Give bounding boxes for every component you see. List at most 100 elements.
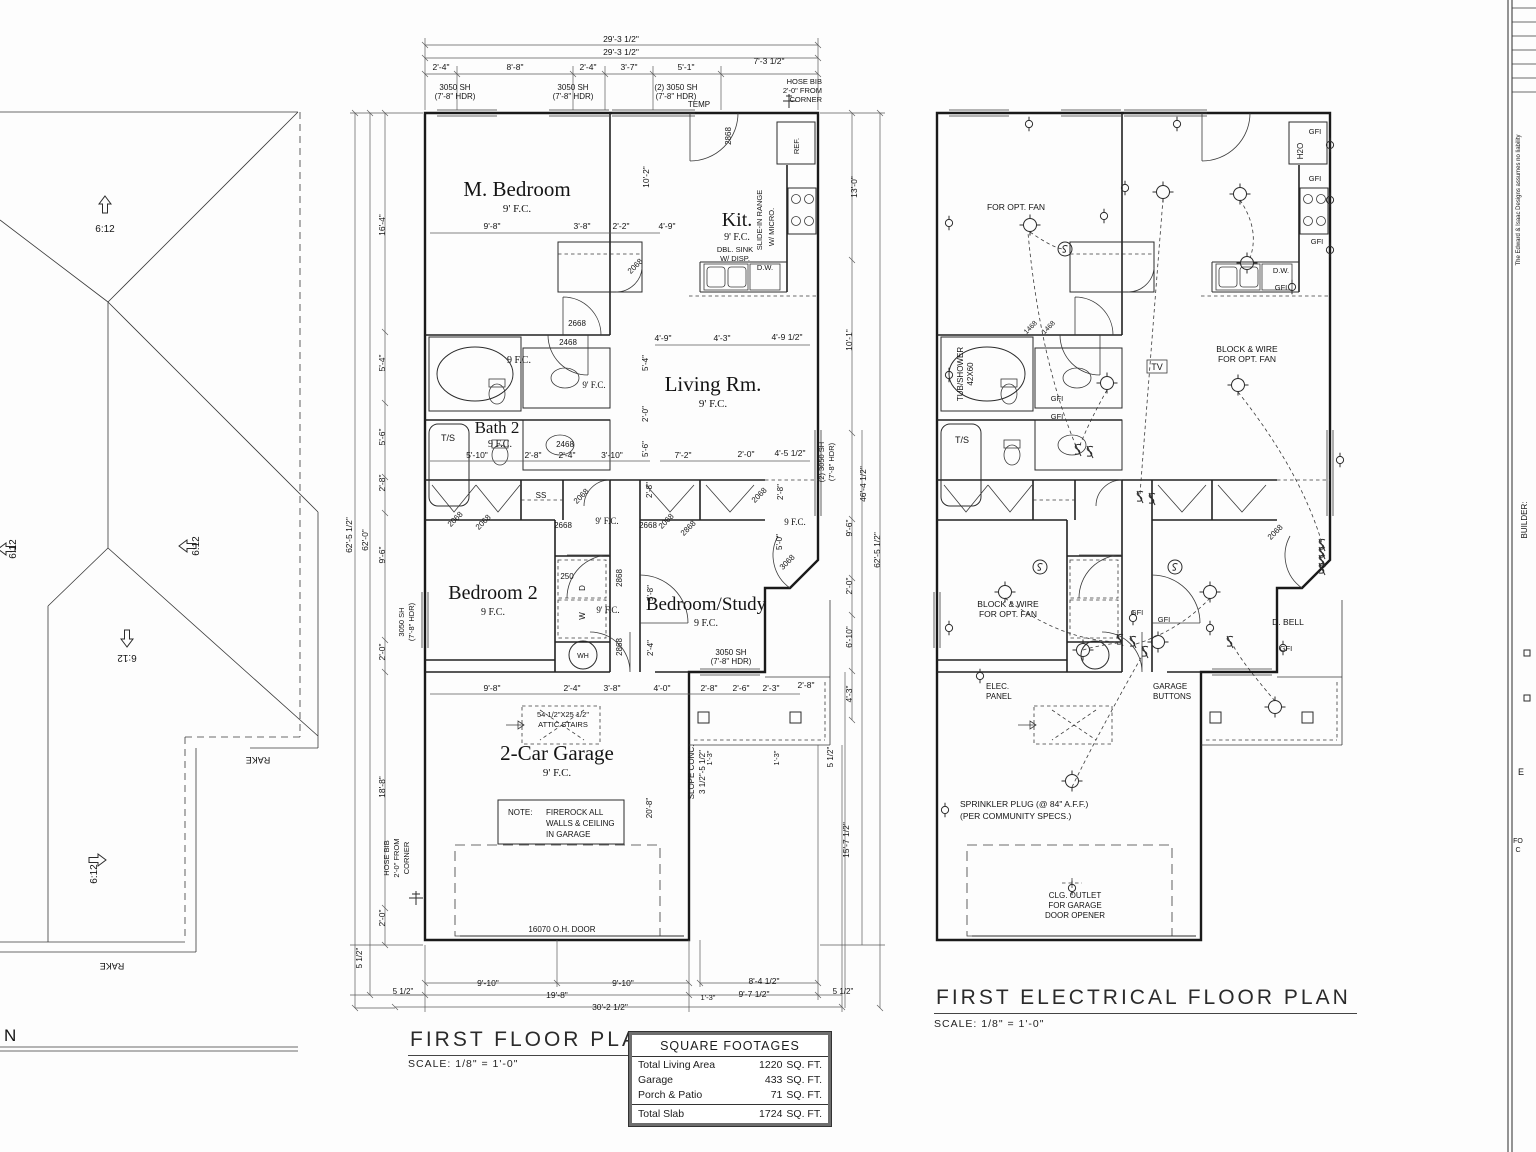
square-footages-table: SQUARE FOOTAGES Total Living Area 1220 S… [628,1031,832,1127]
annotation-label: 5'-10" [466,450,488,460]
annotation-label: 2'-2" [613,221,630,231]
annotation-label: FOR OPT. FAN [987,202,1045,212]
annotation-label: SS [536,491,547,500]
ffp-scale: SCALE: 1/8" = 1'-0" [408,1058,519,1070]
annotation-label: 3050 SH [557,83,588,92]
annotation-label: BUILDER: [1520,502,1529,539]
annotation-label: 3050 SH [397,607,406,636]
title-block-edge: The Edward & Isaac Designs assumes no li… [1507,0,1536,1152]
annotation-label: IN GARAGE [546,830,590,839]
annotation-label: Living Rm. [665,372,762,396]
efp-scale: SCALE: 1/8" = 1'-0" [934,1018,1045,1030]
annotation-label: 2068 [750,485,769,504]
annotation-label: 2'-4" [559,450,576,460]
annotation-label: 2'-8" [525,450,542,460]
switch-symbol [1074,443,1082,457]
outlet-symbol [944,215,954,231]
annotation-label: 5'-4" [377,355,387,372]
annotation-label: 6:12 [8,539,19,559]
annotation-label: 29'-3 1/2" [603,47,639,57]
ceiling-light-symbol [1264,696,1286,718]
annotation-label: 13'-0" [849,176,859,198]
ceiling-light-symbol [1199,581,1221,603]
outlet-symbol [975,668,985,684]
slope-arrow-icon [98,195,112,214]
table-row: Garage 433 SQ. FT. [632,1072,828,1087]
annotation-label: 2668 [639,521,657,530]
annotation-label: W/ MICRO. [767,208,776,246]
annotation-label: GFI [1158,615,1171,624]
annotation-label: 2'-0" [377,644,387,661]
annotation-label: 9'-7 1/2" [738,989,769,999]
annotation-label: (7'-8" HDR) [656,92,697,101]
annotation-label: BLOCK & WIRE [977,599,1039,609]
switch-symbol [1129,635,1137,649]
annotation-label: (2) 3050 SH [654,83,697,92]
ceiling-light-symbol [1227,374,1249,396]
annotation-label: W [578,612,587,620]
row-unit: SQ. FT. [786,1088,822,1101]
annotation-label: 4'-3" [714,333,731,343]
annotation-label: T/S [955,435,969,445]
annotation-label: (7'-8" HDR) [553,92,594,101]
annotation-label: BLOCK & WIRE [1216,344,1278,354]
annotation-label: RAKE [100,961,125,971]
annotation-label: REF. [792,138,801,154]
annotation-label: E [1518,767,1524,777]
annotation-label: 9' F.C. [724,232,750,243]
row-value: 433 [764,1073,783,1086]
annotation-label: 9'-6" [377,547,387,564]
annotation-label: CORNER [402,841,411,874]
annotation-label: (PER COMMUNITY SPECS.) [960,811,1071,821]
annotation-label: 2'-0" FROM [392,838,401,877]
annotation-label: 2468 [559,338,577,347]
annotation-label: 5'-8" [646,585,655,601]
annotation-label: 4'-5 1/2" [774,448,805,458]
annotation-label: 4'-9" [655,333,672,343]
annotation-label: 62'-0" [360,529,370,551]
ffp-title: FIRST FLOOR PLAN [408,1028,664,1056]
row-unit: SQ. FT. [786,1058,822,1071]
row-label: Total Living Area [638,1058,716,1071]
annotation-label: 9 F.C. [481,607,505,618]
tv-outlet-box [1146,359,1168,374]
wiring-runs [1004,198,1323,788]
annotation-label: 9 F.C. [488,439,512,450]
annotation-label: 62'-5 1/2" [344,517,354,553]
annotation-label: 5 1/2" [393,987,414,996]
annotation-label: 2668 [568,319,586,328]
annotation-label: 2868 [615,638,624,656]
annotation-label: GFI [1051,394,1064,403]
outlet-symbol [944,620,954,636]
annotation-label: GFI [1309,127,1322,136]
annotation-label: ATTIC STAIRS [538,720,588,729]
annotation-label: 9'-10" [477,978,499,988]
outlet-symbol [1099,208,1109,224]
annotation-label: 250 [560,572,574,581]
annotation-label: N [4,1026,16,1045]
total-value: 1724 [759,1107,783,1120]
annotation-label: 2668 [554,521,572,530]
outlet-symbol [1024,116,1034,132]
annotation-label: 2468 [556,440,574,449]
annotation-label: 2'-4" [580,62,597,72]
annotation-label: 5'-4" [641,355,650,371]
annotation-label: 9' F.C. [503,203,532,215]
annotation-label: 8'-8" [507,62,524,72]
annotation-label: ELEC. [986,682,1009,691]
annotation-label: BUTTONS [1153,692,1191,701]
annotation-label: WH [577,653,589,660]
annotation-label: DBL. SINK [717,245,753,254]
row-label: Garage [638,1073,674,1086]
table-row: Porch & Patio 71 SQ. FT. [632,1087,828,1102]
annotation-label: 2'-4" [564,683,581,693]
annotation-label: 2'-0" [738,449,755,459]
table-total-row: Total Slab 1724 SQ. FT. [632,1104,828,1123]
annotation-label: 19'-8" [546,990,568,1000]
annotation-label: 2'-4" [433,62,450,72]
ceiling-light-symbol [1229,183,1251,205]
